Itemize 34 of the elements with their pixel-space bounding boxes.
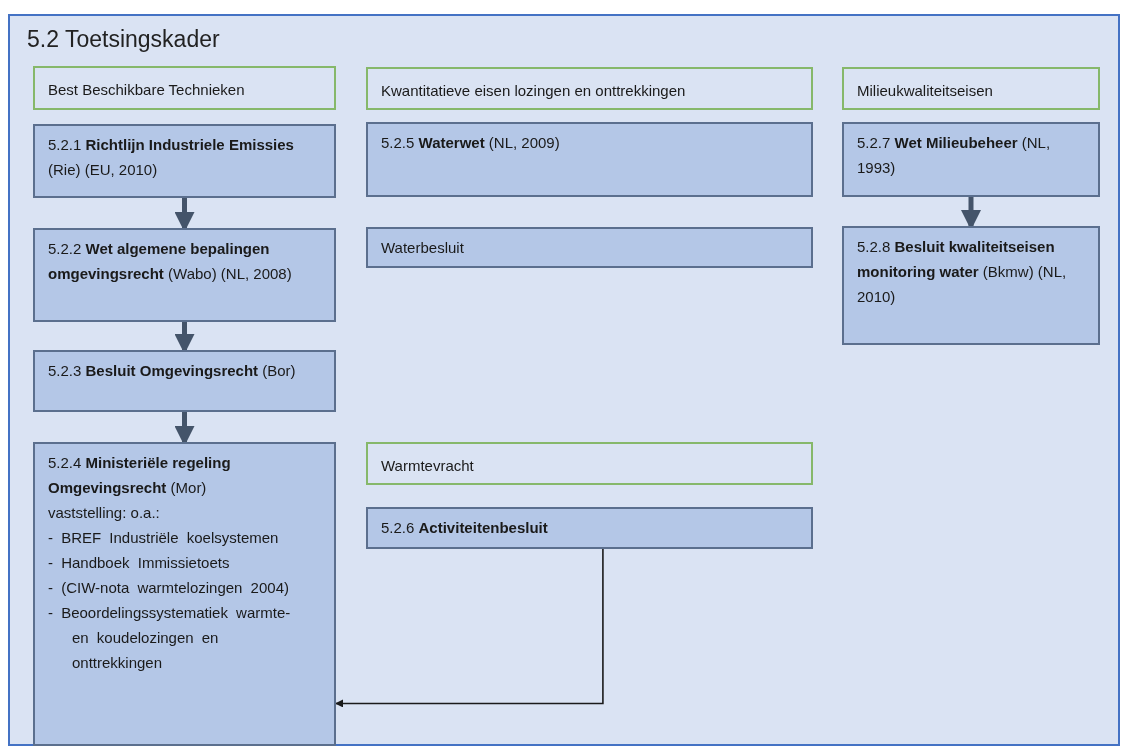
category-label: Best Beschikbare Technieken [48, 80, 246, 100]
regulation-box [366, 122, 813, 197]
regulation-box [842, 122, 1100, 197]
regulation-note: - BREF Industriële koelsystemen [48, 528, 280, 548]
regulation-box [366, 507, 813, 549]
panel-title: 5.2 Toetsingskader [27, 25, 220, 54]
regulation-box [33, 350, 336, 412]
category-box [33, 66, 336, 110]
category-label: Warmtevracht [381, 456, 475, 476]
regulation-box [33, 124, 336, 198]
arrow [335, 548, 604, 708]
category-label: Kwantitatieve eisen lozingen en onttrekkingen [381, 81, 687, 101]
regulation-box [366, 227, 813, 268]
regulation-title: 5.2.3 Besluit Omgevingsrecht (Bor) [48, 361, 297, 381]
regulation-title: 5.2.6 Activiteitenbesluit [381, 518, 549, 538]
regulation-box [33, 442, 336, 746]
regulation-note: - Handboek Immissietoets [48, 553, 231, 573]
regulation-box [842, 226, 1100, 345]
regulation-title: 5.2.1 Richtlijn Industriele Emissies (Rie) (EU, 2010) [48, 135, 295, 180]
category-box [366, 442, 813, 485]
regulation-note: - (CIW-nota warmtelozingen 2004) [48, 578, 290, 598]
category-box [366, 67, 813, 110]
regulation-title: 5.2.2 Wet algemene bepalingen omgevingsrecht (Wabo) (NL, 2008) [48, 239, 293, 284]
regulation-note: - Beoordelingssystematiek warmte- en koudelozingen en onttrekkingen [48, 603, 292, 673]
framework-panel [8, 14, 1120, 746]
regulation-box [33, 228, 336, 322]
regulation-title: Waterbesluit [381, 238, 465, 258]
regulation-title: 5.2.8 Besluit kwaliteitseisen monitoring water (Bkmw) (NL, 2010) [857, 237, 1068, 307]
regulation-note: vaststelling: o.a.: [48, 503, 161, 523]
regulation-title: 5.2.4 Ministeriële regeling Omgevingsrecht (Mor) [48, 453, 232, 498]
category-label: Milieukwaliteitseisen [857, 81, 994, 101]
category-box [842, 67, 1100, 110]
regulation-title: 5.2.7 Wet Milieubeheer (NL, 1993) [857, 133, 1052, 178]
regulation-title: 5.2.5 Waterwet (NL, 2009) [381, 133, 561, 153]
